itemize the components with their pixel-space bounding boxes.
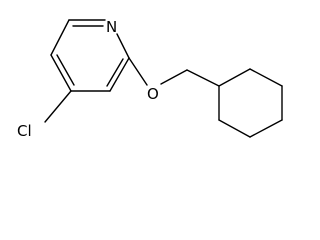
- bond-c4-c5: [50, 54, 72, 92]
- bond-cy4-cy5: [249, 119, 283, 138]
- bond-cy1-cy2: [218, 68, 251, 87]
- atom-label-oxygen: O: [147, 85, 159, 103]
- bond-o-ch2: [160, 69, 188, 85]
- bond-c4-cl: [44, 90, 72, 123]
- bond-ch2-ring: [186, 69, 220, 87]
- bond-c2-c3: [109, 57, 130, 92]
- atom-label-chlorine: Cl: [17, 122, 32, 140]
- double-bond-c2-c3: [106, 58, 124, 87]
- bond-n1-c2: [116, 33, 130, 59]
- bond-cy5-cy6: [218, 119, 251, 138]
- atom-label-nitrogen: N: [106, 18, 117, 36]
- pyridine-ring: [50, 19, 130, 92]
- double-bond-c4-c5: [56, 54, 75, 86]
- cyclohexane-ring: [218, 68, 283, 138]
- bond-c5-c6: [50, 19, 70, 56]
- bond-c2-o: [128, 57, 148, 86]
- bond-cy2-cy3: [249, 68, 283, 87]
- chemical-structure-diagram: N Cl O: [17, 18, 283, 140]
